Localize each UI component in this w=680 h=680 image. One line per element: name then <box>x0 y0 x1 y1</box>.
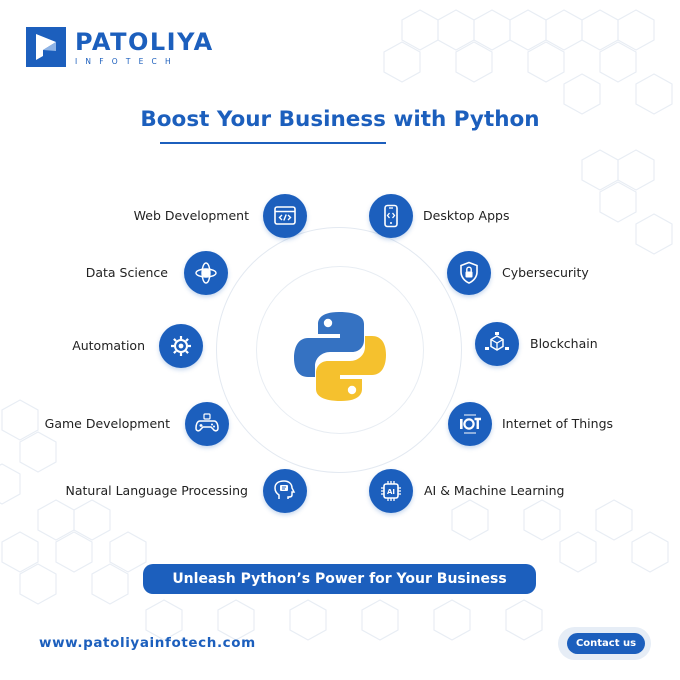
brand-logo[interactable]: PATOLIYA INFOTECH <box>26 27 214 67</box>
service-iot[interactable] <box>448 402 492 446</box>
website-link[interactable]: www.patoliyainfotech.com <box>39 635 256 651</box>
inner-ring <box>256 266 424 434</box>
outer-ring <box>216 227 462 473</box>
contact-us-button[interactable]: Contact us <box>567 633 645 654</box>
title-underline <box>160 142 386 144</box>
desktop-app-icon <box>384 204 398 228</box>
patoliya-logo-icon <box>26 27 66 67</box>
data-science-icon <box>195 262 217 284</box>
service-label-web-development: Web Development <box>133 208 249 223</box>
python-logo-icon <box>294 312 386 401</box>
service-nlp[interactable] <box>263 469 307 513</box>
service-game-development[interactable] <box>185 402 229 446</box>
shield-lock-icon <box>460 261 478 284</box>
service-desktop-apps[interactable] <box>369 194 413 238</box>
page-title: Boost Your Business with Python <box>140 107 540 132</box>
nlp-head-icon <box>274 480 296 499</box>
service-label-blockchain: Blockchain <box>530 336 598 351</box>
service-label-game-development: Game Development <box>44 416 170 431</box>
blockchain-cube-icon <box>485 332 509 351</box>
service-ai-ml[interactable]: AI <box>369 469 413 513</box>
service-label-desktop-apps: Desktop Apps <box>423 208 510 223</box>
service-label-cybersecurity: Cybersecurity <box>502 265 589 280</box>
service-label-nlp: Natural Language Processing <box>65 483 249 498</box>
brand-tagline: INFOTECH <box>75 56 179 66</box>
cta-banner: Unleash Python’s Power for Your Business <box>143 564 536 594</box>
svg-text:AI: AI <box>387 488 395 496</box>
service-label-data-science: Data Science <box>85 265 168 280</box>
service-cybersecurity[interactable] <box>447 251 491 295</box>
service-label-automation: Automation <box>72 338 145 353</box>
gamepad-icon <box>195 413 219 432</box>
service-blockchain[interactable] <box>475 322 519 366</box>
automation-gear-icon <box>171 336 191 356</box>
service-web-development[interactable] <box>263 194 307 238</box>
service-data-science[interactable] <box>184 251 228 295</box>
web-code-icon <box>274 206 296 225</box>
brand-name: PATOLIYA <box>75 27 214 56</box>
ai-chip-icon: AI <box>381 481 401 501</box>
service-automation[interactable] <box>159 324 203 368</box>
iot-icon <box>460 414 481 434</box>
service-label-ai-ml: AI & Machine Learning <box>424 483 565 498</box>
service-label-iot: Internet of Things <box>502 416 614 431</box>
